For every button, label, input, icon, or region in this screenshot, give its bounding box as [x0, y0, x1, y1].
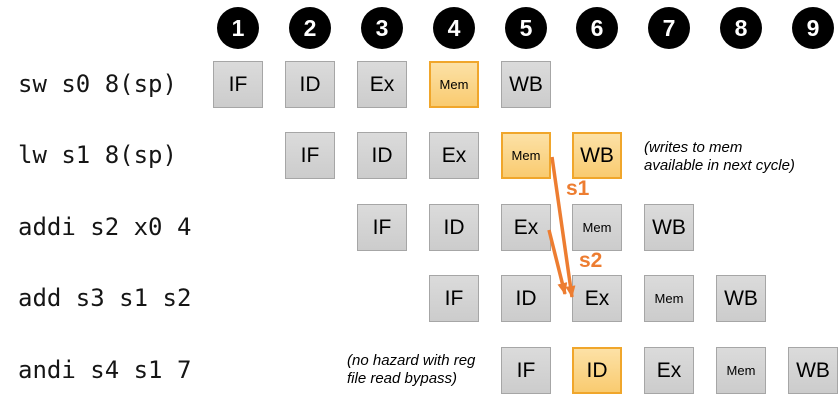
cycle-badge-5: 5 [505, 7, 547, 49]
stage-box-wb-cycle-8: WB [716, 275, 766, 322]
note-mem-write: (writes to mem available in next cycle) [644, 139, 795, 175]
instruction-label: addi s2 x0 4 [18, 213, 192, 241]
stage-box-mem-cycle-5: Mem [501, 132, 551, 179]
stage-box-mem-cycle-6: Mem [572, 204, 622, 251]
cycle-badge-8: 8 [720, 7, 762, 49]
note-line: (writes to mem [644, 139, 743, 156]
stage-box-if-cycle-2: IF [285, 132, 335, 179]
stage-box-mem-cycle-7: Mem [644, 275, 694, 322]
stage-box-id-cycle-5: ID [501, 275, 551, 322]
stage-box-id-cycle-3: ID [357, 132, 407, 179]
stage-box-wb-cycle-6: WB [572, 132, 622, 179]
stage-box-ex-cycle-5: Ex [501, 204, 551, 251]
instruction-label: lw s1 8(sp) [18, 141, 177, 169]
cycle-badge-4: 4 [433, 7, 475, 49]
instruction-label: sw s0 8(sp) [18, 70, 177, 98]
stage-box-if-cycle-5: IF [501, 347, 551, 394]
cycle-badge-6: 6 [576, 7, 618, 49]
stage-box-mem-cycle-8: Mem [716, 347, 766, 394]
stage-box-mem-cycle-4: Mem [429, 61, 479, 108]
forward-label-s1: s1 [566, 177, 590, 200]
stage-box-ex-cycle-3: Ex [357, 61, 407, 108]
stage-box-id-cycle-6: ID [572, 347, 622, 394]
stage-box-if-cycle-1: IF [213, 61, 263, 108]
note-line: file read bypass) [347, 370, 458, 387]
stage-box-ex-cycle-7: Ex [644, 347, 694, 394]
stage-box-wb-cycle-9: WB [788, 347, 838, 394]
note-no-hazard: (no hazard with reg file read bypass) [347, 352, 475, 388]
stage-box-wb-cycle-5: WB [501, 61, 551, 108]
stage-box-wb-cycle-7: WB [644, 204, 694, 251]
cycle-badge-9: 9 [792, 7, 834, 49]
instruction-label: add s3 s1 s2 [18, 284, 192, 312]
instruction-label: andi s4 s1 7 [18, 356, 192, 384]
stage-box-ex-cycle-4: Ex [429, 132, 479, 179]
stage-box-id-cycle-2: ID [285, 61, 335, 108]
stage-box-if-cycle-4: IF [429, 275, 479, 322]
forward-arrow-s2 [547, 229, 568, 295]
stage-box-if-cycle-3: IF [357, 204, 407, 251]
cycle-badge-3: 3 [361, 7, 403, 49]
cycle-badge-2: 2 [289, 7, 331, 49]
note-line: available in next cycle) [644, 157, 795, 174]
note-line: (no hazard with reg [347, 352, 476, 369]
cycle-badge-1: 1 [217, 7, 259, 49]
stage-box-id-cycle-4: ID [429, 204, 479, 251]
stage-box-ex-cycle-6: Ex [572, 275, 622, 322]
cycle-badge-7: 7 [648, 7, 690, 49]
forward-label-s2: s2 [579, 249, 603, 272]
